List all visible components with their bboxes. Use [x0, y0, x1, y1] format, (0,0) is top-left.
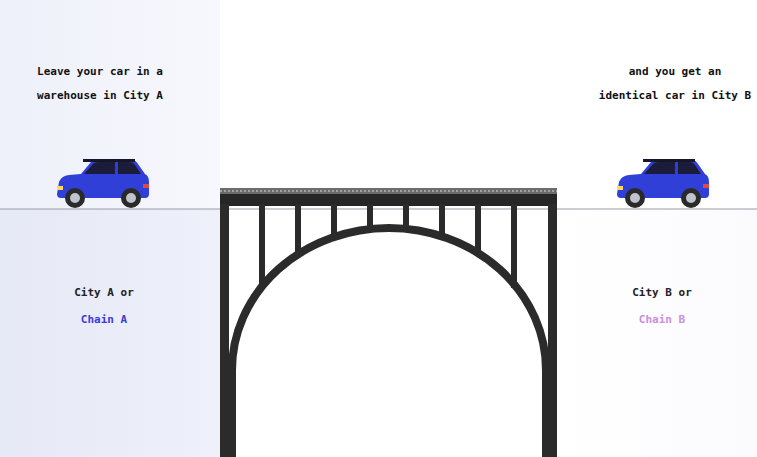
chain-label: Chain B [587, 308, 737, 332]
place-label: City B or [587, 281, 737, 305]
place-label: City A or [29, 281, 179, 305]
caption-text: and you get an identical car in City B [597, 60, 753, 108]
chain-label: Chain A [29, 308, 179, 332]
caption-text: Leave your car in a warehouse in City A [25, 60, 175, 108]
